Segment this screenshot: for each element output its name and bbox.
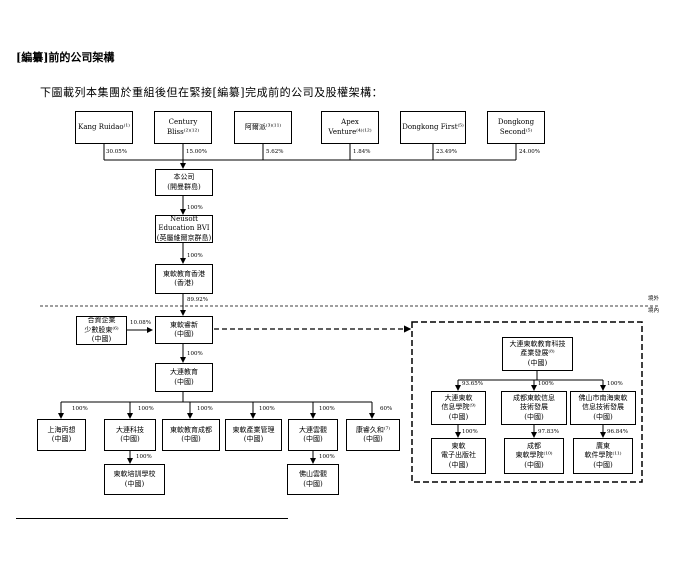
edu-tech-parent-box: 大連東軟教育科技 產業發展⁽⁸⁾ (中國): [502, 337, 573, 371]
pct-label: 30.05%: [106, 149, 127, 155]
pct-label: 93.65%: [462, 381, 483, 387]
sub-box-kangrui: 康睿久和⁽⁷⁾ (中國): [346, 419, 400, 451]
sub-box-chengdu-edu: 東軟教育成都 (中國): [162, 419, 220, 451]
shareholder-box-dongkong-second: Dongkong Second⁽⁵⁾: [487, 111, 545, 144]
company-box: 本公司 (開曼群島): [155, 169, 213, 196]
chengdu-tech-box: 成都東軟信息 技術發展 (中國): [501, 391, 567, 425]
shareholder-box-alpine: 阿爾派⁽³⁾⁽¹¹⁾: [234, 111, 292, 144]
pct-label: 23.49%: [436, 149, 457, 155]
shareholder-box-century-bliss: Century Bliss⁽²⁾⁽¹²⁾: [154, 111, 212, 144]
pct-label: 97.83%: [538, 429, 559, 435]
dalian-edu-box: 大連教育 (中國): [155, 363, 213, 392]
ruixin-box: 東軟睿新 (中國): [155, 316, 213, 344]
footnote-rule: [16, 518, 288, 519]
pct-label: 100%: [607, 381, 623, 387]
pct-label: 60%: [380, 406, 393, 412]
offshore-label: 境外: [648, 296, 660, 302]
onshore-label: 境內: [648, 308, 660, 314]
pct-label: 100%: [259, 406, 275, 412]
pct-label: 10.08%: [130, 320, 151, 326]
pct-label: 100%: [72, 406, 88, 412]
pct-label: 96.84%: [607, 429, 628, 435]
sub-box-dalian-yunguan: 大連雲觀 (中國): [288, 419, 338, 451]
pct-label: 1.84%: [353, 149, 371, 155]
section-heading: [編纂]前的公司架構: [16, 51, 115, 64]
pct-label: 15.00%: [186, 149, 207, 155]
pct-label: 100%: [319, 406, 335, 412]
guangdong-college-box: 廣東 軟件學院⁽¹¹⁾ (中國): [573, 438, 633, 474]
pct-label: 100%: [187, 205, 203, 211]
jv-minority-box: 合資企業 少數股東⁽⁶⁾ (中國): [76, 316, 127, 345]
neusoft-bvi-box: Neusoft Education BVI (英屬維爾京群島): [155, 214, 213, 243]
dalian-institute-box: 大連東軟 信息學院⁽⁹⁾ (中國): [431, 391, 486, 425]
sub-box-dalian-tech: 大連科技 (中國): [104, 419, 156, 451]
sub-box-industry-mgmt: 東軟產業管理 (中國): [225, 419, 282, 451]
pct-label: 24.00%: [519, 149, 540, 155]
shareholder-box-kang-ruidao: Kang Ruidao⁽¹⁾: [75, 111, 133, 144]
chengdu-college-box: 成都 東軟學院⁽¹⁰⁾ (中國): [504, 438, 564, 474]
foshan-nanhai-box: 佛山市南海東軟 信息技術發展 (中國): [570, 391, 636, 425]
pct-label: 100%: [187, 253, 203, 259]
sub-box-shanghai: 上海丙想 (中國): [37, 419, 86, 451]
foshan-yunguan-box: 佛山雲觀 (中國): [287, 464, 339, 495]
shareholder-box-apex-venture: Apex Venture⁽⁴⁾⁽¹²⁾: [321, 111, 379, 144]
pct-label: 100%: [136, 454, 152, 460]
pct-label: 100%: [538, 381, 554, 387]
pct-label: 100%: [197, 406, 213, 412]
pct-label: 100%: [462, 429, 478, 435]
publishing-box: 東軟 電子出版社 (中國): [431, 438, 486, 474]
training-school-box: 東軟培訓學校 (中國): [104, 464, 165, 495]
intro-text: 下圖載列本集團於重組後但在緊接[編纂]完成前的公司及股權架構：: [40, 86, 384, 99]
neusoft-hk-box: 東軟教育香港 (香港): [155, 264, 213, 294]
pct-label: 100%: [187, 351, 203, 357]
shareholder-box-dongkong-first: Dongkong First⁽⁵⁾: [400, 111, 466, 144]
pct-label: 100%: [138, 406, 154, 412]
pct-label: 100%: [319, 454, 335, 460]
pct-label: 5.62%: [266, 149, 284, 155]
pct-label: 89.92%: [187, 297, 208, 303]
dashed-group-border: [411, 321, 643, 483]
